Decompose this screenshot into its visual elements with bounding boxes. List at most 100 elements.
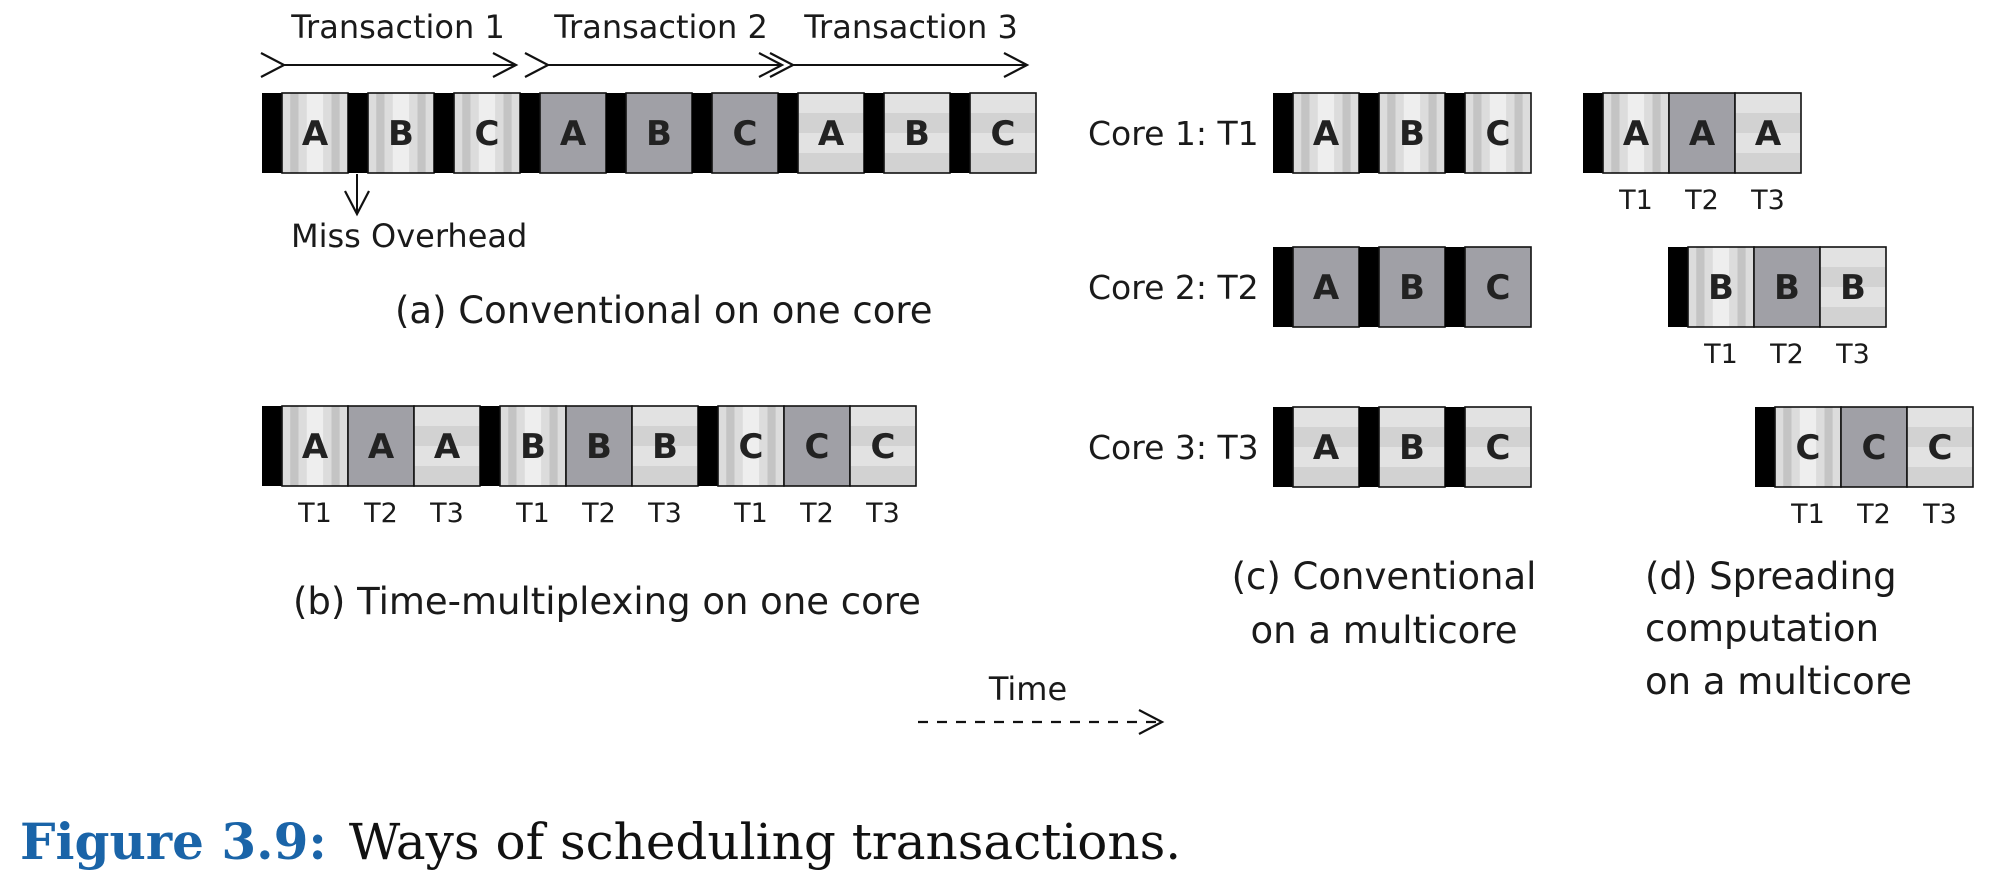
block-stripe bbox=[516, 406, 525, 486]
block-stripe bbox=[1506, 93, 1515, 173]
block-letter: C bbox=[739, 427, 764, 467]
panel-d-group-1-block-1: A bbox=[1602, 92, 1670, 174]
block-stripe bbox=[1293, 93, 1302, 173]
block-band bbox=[970, 153, 1036, 173]
block-stripe bbox=[478, 93, 487, 173]
panel-a-block-1: A bbox=[281, 92, 349, 174]
panel-d-group-2-thread-label-3: T3 bbox=[1835, 339, 1870, 370]
transaction-2-label: Transaction 2 bbox=[553, 8, 768, 46]
miss-overhead-bar bbox=[864, 93, 884, 173]
block-letter: C bbox=[1928, 428, 1953, 468]
block-band bbox=[414, 406, 480, 426]
block-stripe bbox=[759, 406, 768, 486]
block-band bbox=[1907, 427, 1973, 447]
block-band bbox=[632, 406, 698, 426]
block-band bbox=[884, 93, 950, 113]
panel-b-block-4: B bbox=[499, 405, 567, 487]
panel-b-thread-label-5: T2 bbox=[581, 498, 616, 529]
block-border bbox=[1819, 246, 1887, 328]
block-band bbox=[1820, 267, 1886, 287]
block-band bbox=[1735, 133, 1801, 153]
block-band bbox=[1735, 113, 1801, 133]
block-stripe bbox=[470, 93, 479, 173]
dark-block-fill bbox=[1669, 93, 1735, 173]
block-letter: A bbox=[1623, 114, 1650, 154]
core-1-block-1: A bbox=[1292, 92, 1360, 174]
block-stripe bbox=[331, 93, 340, 173]
block-letter: B bbox=[652, 427, 678, 467]
block-band bbox=[1293, 447, 1359, 467]
block-stripe bbox=[1775, 407, 1784, 487]
panel-b-block-6: B bbox=[631, 405, 699, 487]
block-stripe bbox=[1481, 93, 1490, 173]
block-band bbox=[632, 426, 698, 446]
panel-b-block-3: A bbox=[413, 405, 481, 487]
block-band bbox=[1820, 307, 1886, 327]
transaction-3-label: Transaction 3 bbox=[803, 8, 1018, 46]
panel-d-title-line-2: computation bbox=[1645, 607, 1879, 650]
block-stripe bbox=[1473, 93, 1482, 173]
miss-overhead-bar bbox=[606, 93, 626, 173]
block-band bbox=[1735, 153, 1801, 173]
figure-caption-label: Figure 3.9: bbox=[20, 812, 327, 871]
panel-d-group-2-thread-label-1: T1 bbox=[1703, 339, 1738, 370]
block-band bbox=[884, 113, 950, 133]
block-stripe bbox=[376, 93, 385, 173]
block-stripe bbox=[734, 406, 743, 486]
block-letter: A bbox=[818, 114, 845, 154]
dark-block-fill bbox=[540, 93, 606, 173]
block-border bbox=[1464, 406, 1532, 488]
block-letter: C bbox=[1796, 428, 1821, 468]
miss-overhead-bar bbox=[1445, 407, 1465, 487]
block-stripe bbox=[315, 406, 324, 486]
block-stripe bbox=[306, 93, 315, 173]
block-stripe bbox=[298, 406, 307, 486]
core-2-block-1: A bbox=[1292, 246, 1360, 328]
block-letter: C bbox=[871, 427, 896, 467]
block-letter: B bbox=[388, 114, 414, 154]
block-band bbox=[1907, 467, 1973, 487]
block-stripe bbox=[1326, 93, 1335, 173]
dark-block-fill bbox=[626, 93, 692, 173]
block-band bbox=[884, 153, 950, 173]
block-stripe bbox=[1799, 407, 1808, 487]
block-band bbox=[798, 93, 864, 113]
block-letter: B bbox=[1774, 268, 1800, 308]
block-stripe bbox=[1737, 247, 1746, 327]
block-letter: A bbox=[368, 427, 395, 467]
block-letter: A bbox=[1313, 268, 1340, 308]
core-1-block-2: B bbox=[1378, 92, 1446, 174]
panel-a-block-3: C bbox=[453, 92, 521, 174]
block-stripe bbox=[384, 93, 393, 173]
block-letter: A bbox=[560, 114, 587, 154]
block-letter: C bbox=[1486, 428, 1511, 468]
panel-a-block-9: C bbox=[969, 92, 1037, 174]
block-stripe bbox=[1436, 93, 1445, 173]
block-letter: C bbox=[1486, 114, 1511, 154]
block-letter: A bbox=[1313, 428, 1340, 468]
block-band bbox=[884, 133, 950, 153]
block-stripe bbox=[1611, 93, 1620, 173]
miss-overhead-bar bbox=[1359, 247, 1379, 327]
transaction-1-label: Transaction 1 bbox=[290, 8, 505, 46]
block-stripe bbox=[1395, 93, 1404, 173]
core-3-block-2: B bbox=[1378, 406, 1446, 488]
block-stripe bbox=[549, 406, 558, 486]
block-stripe bbox=[1712, 247, 1721, 327]
block-stripe bbox=[508, 406, 517, 486]
miss-overhead-bar bbox=[434, 93, 454, 173]
block-letter: A bbox=[1313, 114, 1340, 154]
panel-b-block-1: A bbox=[281, 405, 349, 487]
block-border bbox=[1906, 406, 1974, 488]
block-band bbox=[850, 406, 916, 426]
block-stripe bbox=[1334, 93, 1343, 173]
panel-b-thread-label-4: T1 bbox=[515, 498, 550, 529]
block-stripe bbox=[1317, 93, 1326, 173]
block-stripe bbox=[1783, 407, 1792, 487]
block-stripe bbox=[425, 93, 434, 173]
block-band bbox=[970, 113, 1036, 133]
panel-a-block-6: C bbox=[711, 92, 779, 174]
block-stripe bbox=[524, 406, 533, 486]
block-stripe bbox=[1379, 93, 1388, 173]
